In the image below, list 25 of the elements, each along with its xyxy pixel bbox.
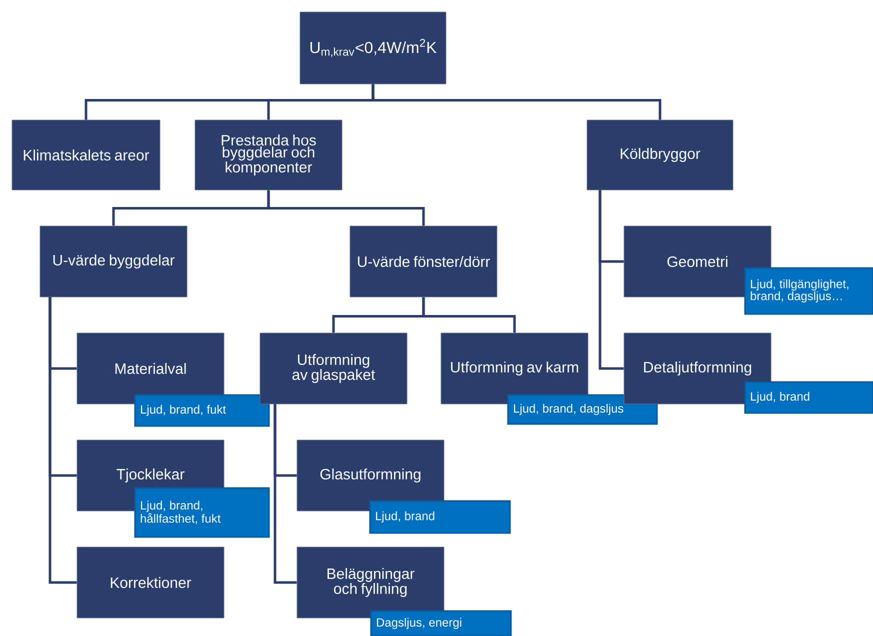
note-tag: Ljud, brand (744, 381, 873, 414)
process-box: Utformning av karm (440, 332, 588, 404)
connector-line (422, 297, 516, 333)
process-box: Köldbryggor (586, 120, 734, 190)
connector-line (372, 84, 662, 120)
process-box: Beläggningar och fyllning (296, 546, 444, 618)
connector-line (267, 190, 425, 226)
process-box: Glasutformning (296, 440, 444, 512)
process-box: Prestanda hos byggdelar och komponenter (194, 120, 342, 190)
process-box: U$_{m,krav}$<0,4W/m$^{2}$K (300, 12, 446, 84)
note-tag: Dagsljus, energi (370, 610, 512, 636)
process-box: U-värde fönster/dörr (350, 226, 498, 298)
process-box: Utformning av glaspaket (260, 332, 408, 404)
note-tag: Ljud, brand, hållfasthet, fukt (134, 487, 270, 538)
note-tag: Ljud, brand, fukt (134, 394, 270, 427)
process-box: Klimatskalets areor (12, 120, 160, 190)
connector-line (48, 297, 77, 584)
process-box: Materialval (76, 332, 224, 404)
note-tag: Ljud, tillgänglighet, brand, dagsljus… (744, 267, 873, 315)
note-tag: Ljud, brand (369, 500, 511, 534)
process-box: Korrektioner (76, 546, 224, 618)
connector-line (274, 404, 297, 584)
note-tag: Ljud, brand, dagsljus (507, 394, 658, 425)
process-box: U-värde byggdelar (40, 226, 188, 298)
connector-line (598, 190, 624, 370)
